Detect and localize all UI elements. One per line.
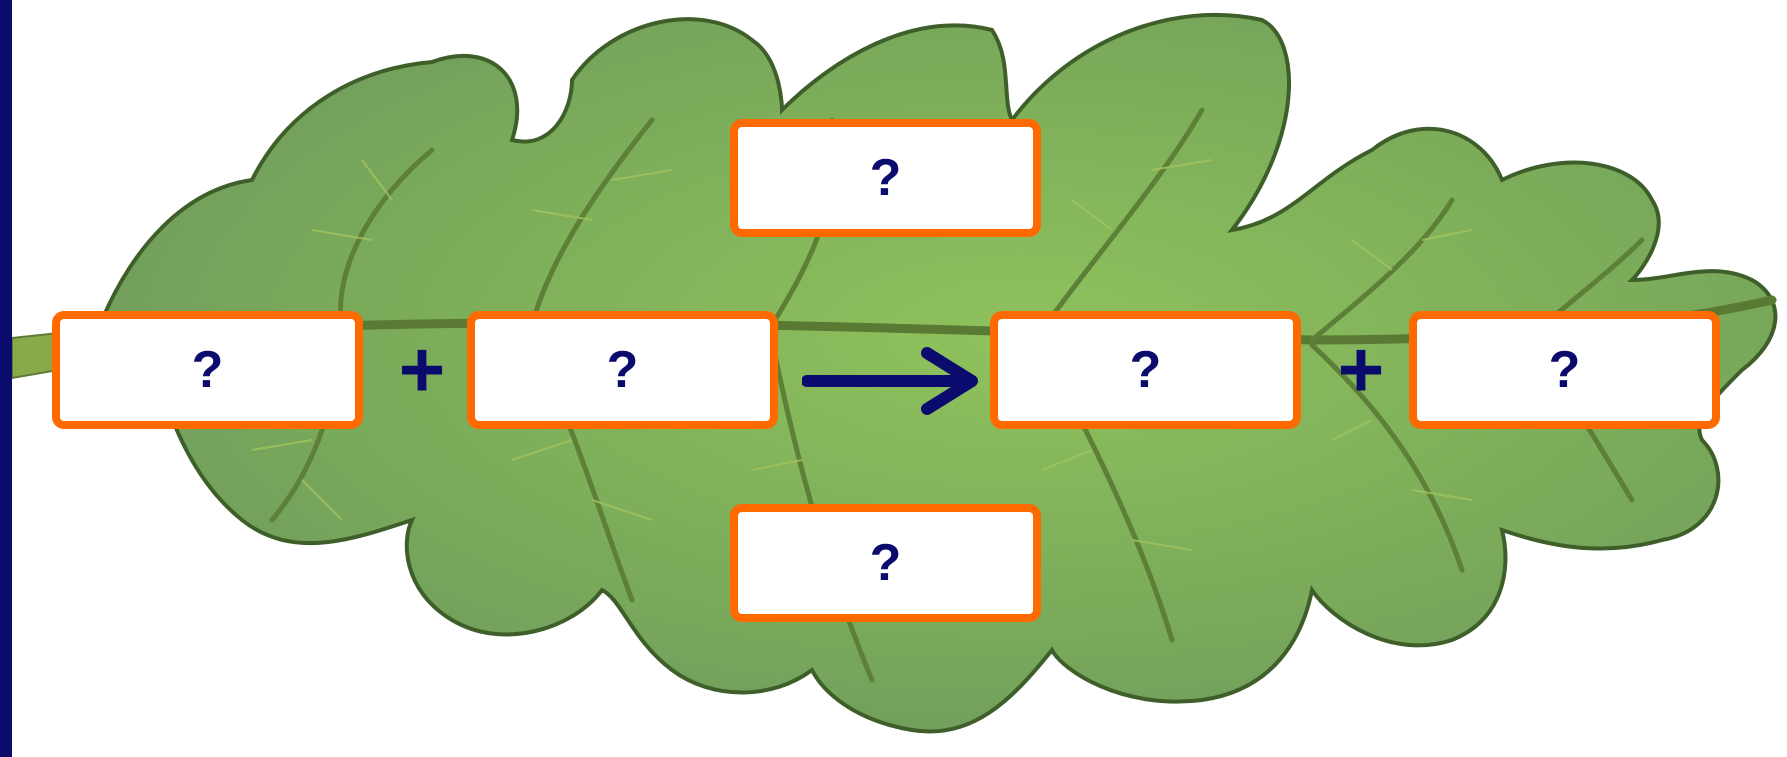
product-2-box[interactable]: ? bbox=[1409, 311, 1720, 429]
product-1-box[interactable]: ? bbox=[990, 311, 1301, 429]
reactant-1-box[interactable]: ? bbox=[52, 311, 363, 429]
leaf-blade bbox=[99, 12, 1778, 734]
right-arrow-icon bbox=[802, 341, 992, 421]
condition-top-box[interactable]: ? bbox=[730, 119, 1041, 237]
plus-sign-right: + bbox=[1337, 325, 1385, 414]
reactant-2-box[interactable]: ? bbox=[467, 311, 778, 429]
plus-sign-left: + bbox=[398, 325, 446, 414]
condition-bottom-box[interactable]: ? bbox=[730, 504, 1041, 622]
photosynthesis-equation-stage: ? ? + ? ? + ? ? bbox=[12, 0, 1787, 757]
